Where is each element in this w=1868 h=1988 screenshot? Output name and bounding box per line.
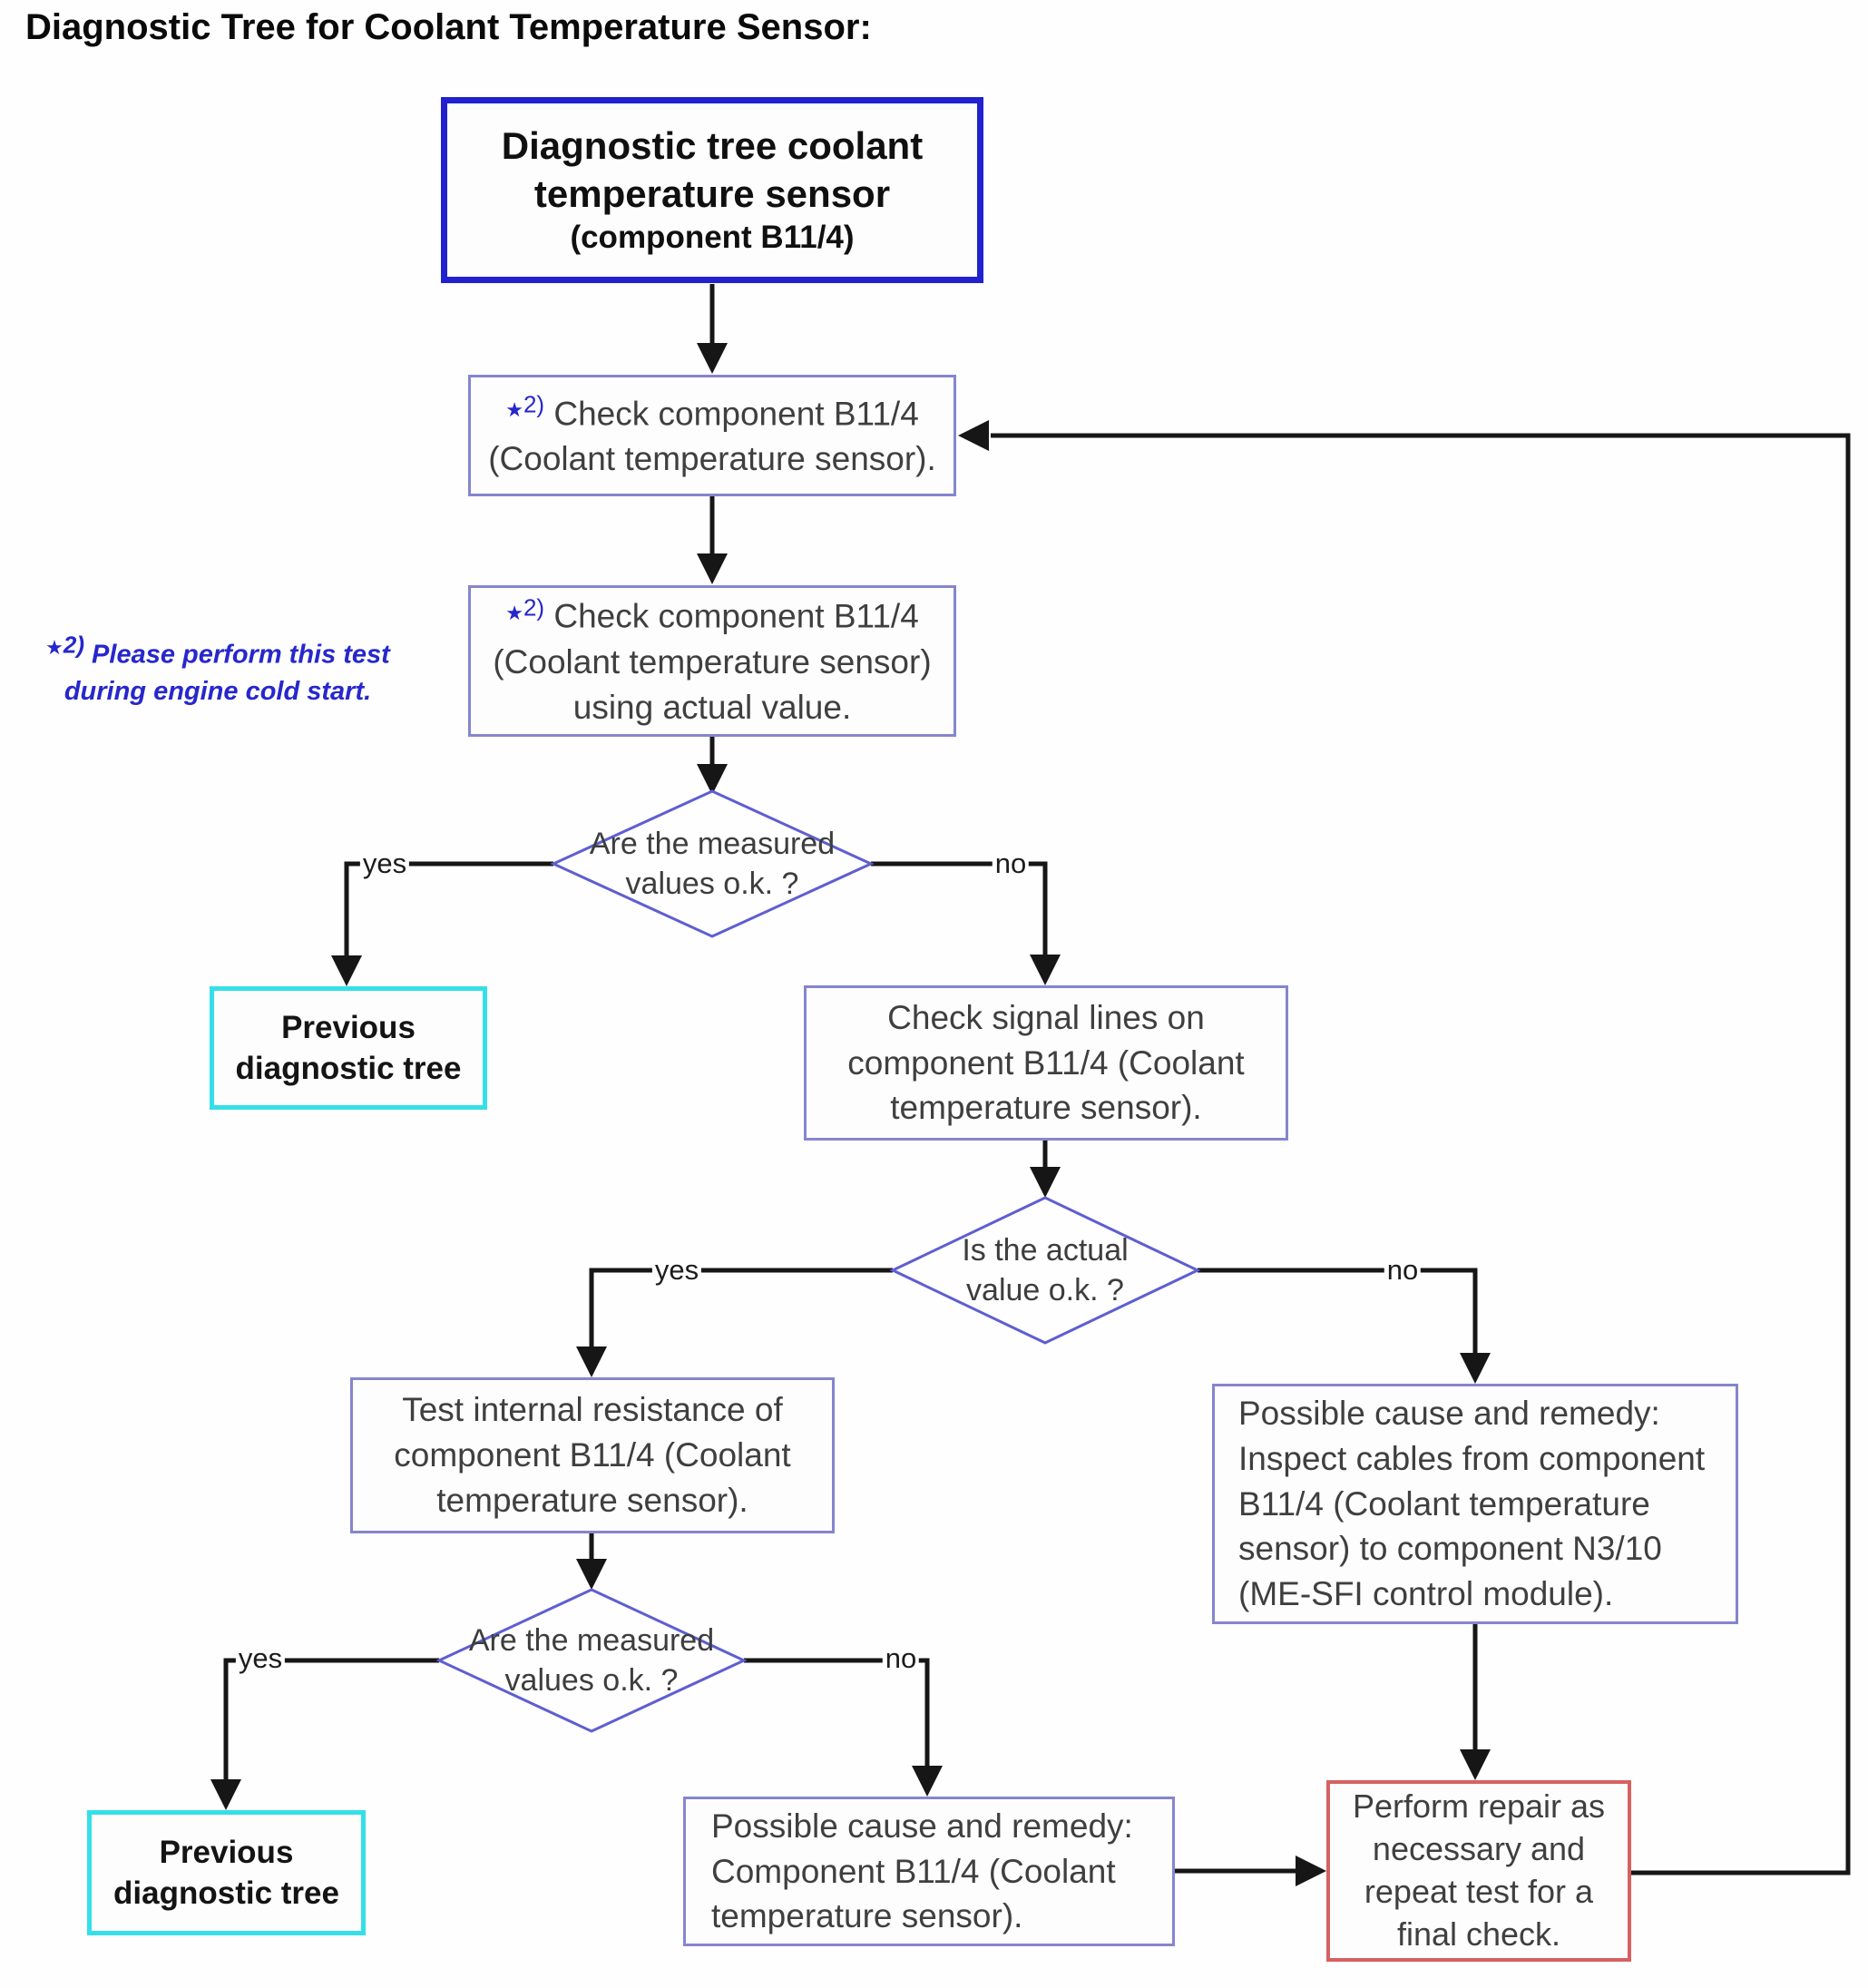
page-title: Diagnostic Tree for Coolant Temperature …: [25, 7, 872, 47]
node-check-signal-lines: Check signal lines on component B11/4 (C…: [804, 985, 1288, 1141]
decision3-diamond: [435, 1588, 748, 1733]
start-subtitle: (component B11/4): [570, 220, 855, 256]
arrowhead-cables: [1460, 1353, 1491, 1384]
footnote-text: Please perform this test during engine c…: [64, 640, 390, 706]
node-test-resistance: Test internal resistance of component B1…: [350, 1377, 835, 1533]
decision3-label: Are the measured values o.k. ?: [468, 1622, 715, 1698]
edge-label-no-3: no: [882, 1642, 920, 1675]
decision2-diamond: [889, 1196, 1201, 1345]
edge-repair-feedback-loop: [991, 433, 1851, 1875]
edge-decision1-yes: [344, 861, 553, 955]
arrowhead-actual: [697, 553, 728, 584]
node-previous-tree-1: Previous diagnostic tree: [210, 986, 487, 1110]
node-perform-repair: Perform repair as necessary and repeat t…: [1326, 1780, 1631, 1962]
node-cause-component: Possible cause and remedy: Component B11…: [683, 1797, 1175, 1946]
edge-label-no-1: no: [992, 847, 1030, 880]
arrowhead-cause: [912, 1766, 943, 1797]
arrowhead-previous1: [331, 955, 362, 986]
node-check-actual-value: ★2) Check component B11/4 (Coolant tempe…: [468, 585, 956, 737]
edge-decision1-no: [871, 861, 1048, 955]
arrowhead-repair-left: [1296, 1856, 1326, 1886]
footnote-note: ★2) Please perform this test during engi…: [36, 592, 399, 710]
node-inspect-cables: Possible cause and remedy: Inspect cable…: [1212, 1384, 1738, 1624]
edge-decision3-yes: [223, 1658, 439, 1779]
arrowhead-check: [697, 343, 728, 374]
decision2-label: Is the actual value o.k. ?: [962, 1232, 1129, 1307]
arrowhead-test: [576, 1347, 607, 1377]
edge-decision3-no: [744, 1658, 930, 1766]
arrowhead-decision1: [697, 764, 728, 795]
edge-label-yes-3: yes: [235, 1642, 286, 1675]
node-start: Diagnostic tree coolant temperature sens…: [441, 97, 983, 283]
arrowhead-signal: [1030, 955, 1061, 985]
footnote-star-icon: ★: [505, 398, 523, 422]
edge-decision2-no: [1198, 1268, 1478, 1353]
arrowhead-repair-top: [1460, 1749, 1491, 1780]
arrowhead-decision2: [1030, 1167, 1061, 1198]
node-check-sensor: ★2) Check component B11/4 (Coolant tempe…: [468, 375, 956, 496]
arrowhead-decision3: [576, 1559, 607, 1590]
footnote-marker: ★2): [45, 631, 84, 660]
edge-label-yes-1: yes: [359, 847, 410, 880]
decision1-label: Are the measured values o.k. ?: [589, 826, 836, 901]
arrowhead-previous2: [210, 1779, 241, 1810]
footnote-marker: ★2): [505, 390, 545, 422]
decision1-diamond: [550, 789, 875, 938]
edge-label-yes-2: yes: [651, 1254, 702, 1287]
footnote-star-icon: ★: [45, 636, 64, 660]
edge-label-no-2: no: [1384, 1254, 1422, 1287]
footnote-star-icon: ★: [505, 601, 523, 624]
arrowhead-feedback: [958, 420, 989, 451]
footnote-marker: ★2): [505, 593, 545, 624]
node-check-actual-text: ★2) Check component B11/4 (Coolant tempe…: [493, 593, 932, 726]
node-previous-tree-2: Previous diagnostic tree: [87, 1810, 366, 1935]
node-check-sensor-text: ★2) Check component B11/4 (Coolant tempe…: [488, 390, 936, 478]
start-title: Diagnostic tree coolant temperature sens…: [501, 124, 924, 215]
edge-decision2-yes: [589, 1268, 893, 1347]
